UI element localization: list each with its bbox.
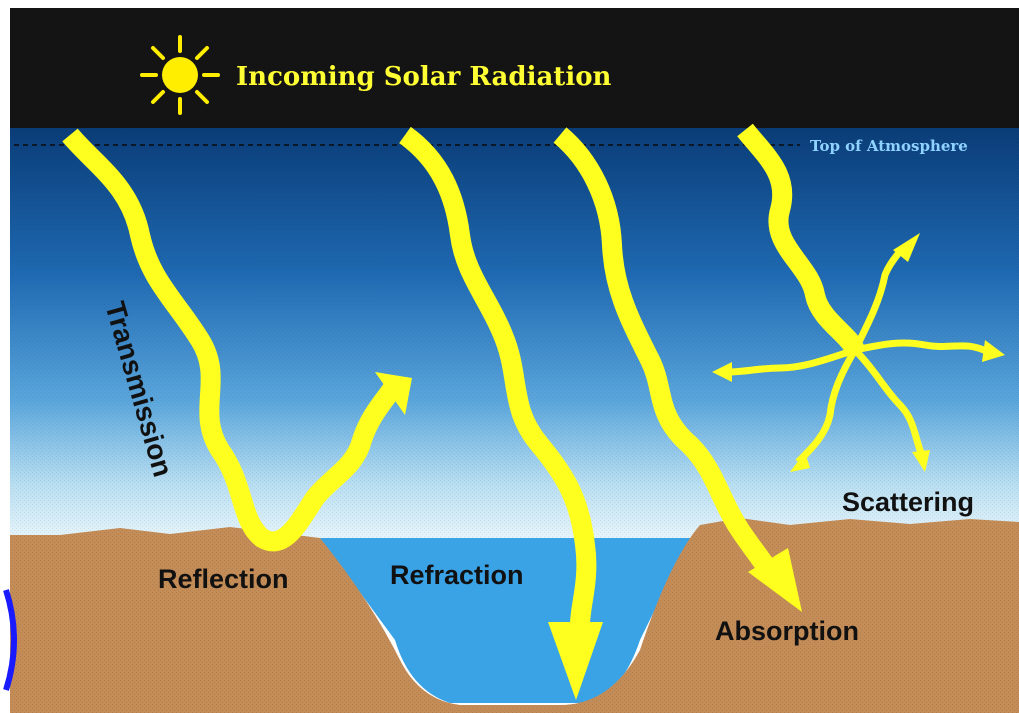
absorption-ray — [553, 127, 802, 612]
diagram-title: Incoming Solar Radiation — [236, 62, 612, 92]
reflection-label: Reflection — [158, 564, 289, 594]
scattering-label: Scattering — [842, 487, 974, 517]
top-of-atmosphere-label: Top of Atmosphere — [810, 137, 968, 155]
refraction-label: Refraction — [390, 560, 524, 590]
water-body — [320, 538, 690, 703]
sun-icon — [140, 35, 220, 115]
left-edge-mark — [3, 589, 17, 691]
scattering-ray — [712, 123, 1005, 472]
absorption-label: Absorption — [715, 616, 859, 646]
refraction-ray — [398, 126, 603, 700]
reflection-ray — [62, 128, 412, 552]
